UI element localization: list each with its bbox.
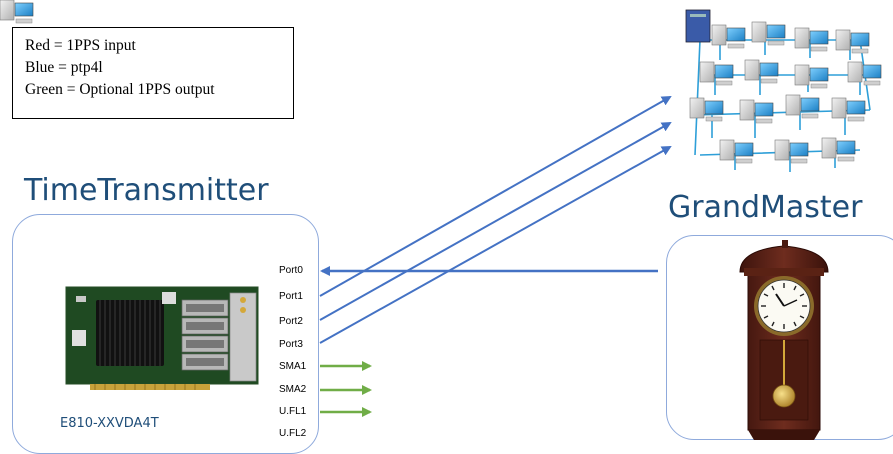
pps-output-links <box>320 361 372 417</box>
output-label-ufl1: U.FL1 <box>279 406 307 417</box>
pendulum-clock-image <box>739 240 829 440</box>
grandmaster-title: GrandMaster <box>668 190 863 225</box>
port3-ptp-arrow <box>319 146 672 344</box>
legend-green-entry: Green = Optional 1PPS output <box>25 81 215 98</box>
port1-ptp-arrow <box>319 96 672 297</box>
network-illustration <box>0 0 882 172</box>
output-label-sma1: SMA1 <box>279 361 307 372</box>
output-label-ufl2: U.FL2 <box>279 428 307 439</box>
ptp4l-links <box>319 96 672 344</box>
port-label-port3: Port3 <box>279 339 303 350</box>
legend-red-entry: Red = 1PPS input <box>25 37 136 54</box>
port-label-port0: Port0 <box>279 265 303 276</box>
timetransmitter-title: TimeTransmitter <box>24 173 269 208</box>
port-label-port1: Port1 <box>279 291 303 302</box>
port-label-port2: Port2 <box>279 316 303 327</box>
e810-nic-card-image <box>65 286 259 390</box>
legend-blue-entry: Blue = ptp4l <box>25 59 103 76</box>
output-label-sma2: SMA2 <box>279 384 307 395</box>
port2-ptp-arrow <box>319 122 672 321</box>
legend-box: Red = 1PPS input Blue = ptp4l Green = Op… <box>12 27 294 119</box>
nic-model-label: E810-XXVDA4T <box>60 416 159 431</box>
